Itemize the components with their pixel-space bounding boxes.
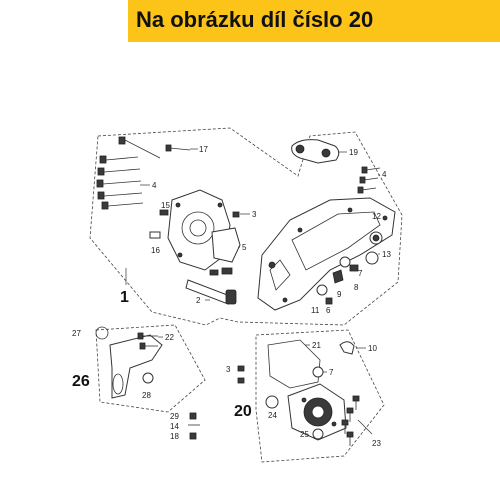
shaft-2 (185, 279, 237, 305)
label-22: 22 (165, 333, 174, 342)
label-11: 11 (311, 306, 320, 315)
label-24: 24 (268, 411, 277, 420)
part-28 (142, 372, 154, 384)
seal-7 (312, 366, 324, 378)
banner-title: Na obrázku díl číslo 20 (136, 7, 374, 32)
label-27: 27 (72, 329, 81, 338)
seal-25 (312, 428, 324, 440)
part-18 (189, 432, 197, 440)
clip-10 (339, 341, 355, 355)
title-banner: Na obrázku díl číslo 20 (128, 0, 500, 42)
label-16: 16 (151, 246, 160, 255)
part-6 (325, 297, 333, 305)
label-9: 9 (337, 290, 342, 299)
label-2: 2 (196, 296, 201, 305)
bolt-17 (165, 144, 191, 152)
label-14: 14 (170, 422, 179, 431)
part-11 (316, 284, 328, 296)
gasket-21 (267, 339, 321, 389)
label-6: 6 (326, 306, 331, 315)
part-9 (332, 269, 344, 284)
pump-housing-26 (109, 334, 163, 399)
bolt-set-4-left (96, 136, 161, 210)
crankcase-right-half (257, 197, 396, 311)
label-3-bottom: 3 (226, 365, 231, 374)
bolt-set-23 (341, 395, 360, 446)
label-26: 26 (72, 373, 90, 390)
group-1-outline (89, 127, 403, 326)
bolt-set-4-right (357, 166, 381, 194)
label-21: 21 (312, 341, 321, 350)
label-7-top: 7 (358, 269, 363, 278)
label-29: 29 (170, 412, 179, 421)
group-20-outline (255, 329, 385, 463)
label-8: 8 (354, 283, 359, 292)
label-18: 18 (170, 432, 179, 441)
label-25: 25 (300, 430, 309, 439)
part-7 (339, 256, 351, 268)
label-1: 1 (120, 289, 129, 306)
label-17: 17 (199, 145, 208, 154)
label-28: 28 (142, 391, 151, 400)
cover-20 (287, 383, 347, 441)
bracket-5 (211, 227, 241, 263)
bolt-3-bottom (237, 365, 245, 372)
part-16 (149, 231, 161, 239)
label-15: 15 (161, 201, 170, 210)
group-26-outline (95, 324, 206, 413)
label-19: 19 (349, 148, 358, 157)
bearing-24 (265, 395, 279, 409)
part-3-small (209, 269, 219, 276)
o-ring-27 (95, 326, 109, 340)
label-10: 10 (368, 344, 377, 353)
label-7-bottom: 7 (329, 368, 334, 377)
label-3-top: 3 (252, 210, 257, 219)
label-23: 23 (372, 439, 381, 448)
part-15 (159, 209, 169, 216)
label-12: 12 (372, 212, 381, 221)
part-7-small (221, 267, 233, 275)
label-20: 20 (234, 403, 252, 420)
cover-19 (291, 139, 340, 164)
part-22 (137, 332, 158, 350)
label-4-right: 4 (382, 170, 387, 179)
part-29 (189, 412, 197, 420)
label-4-left: 4 (152, 181, 157, 190)
label-5: 5 (242, 243, 247, 252)
part-8 (349, 264, 359, 272)
bolt-3-top (232, 211, 240, 218)
label-13: 13 (382, 250, 391, 259)
bolt-3-bottom-2 (237, 377, 245, 384)
bearing-13 (365, 251, 379, 265)
